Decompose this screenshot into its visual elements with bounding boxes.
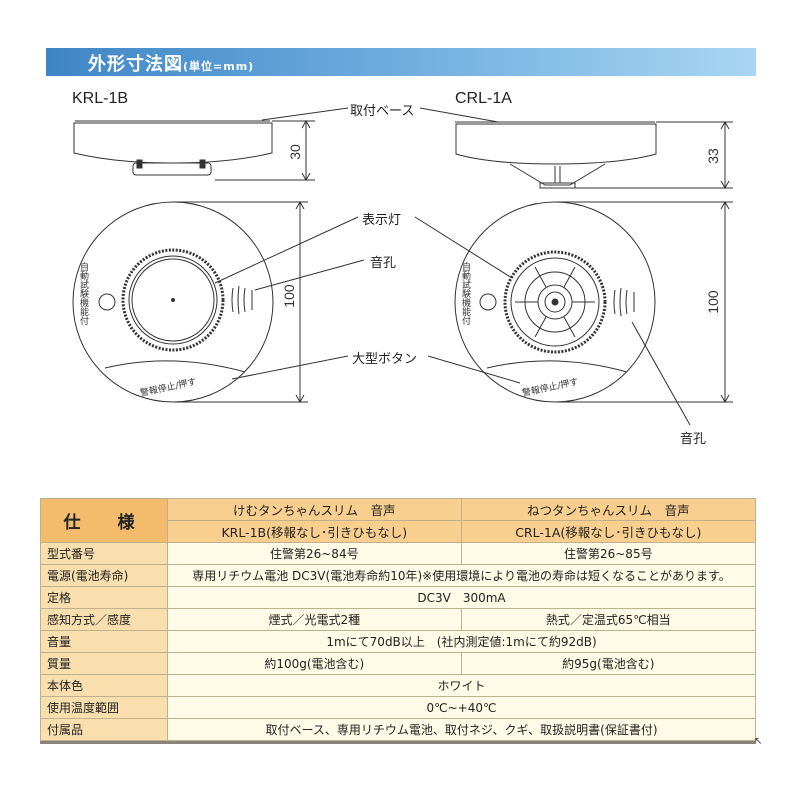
row-value: 煙式／光電式2種 <box>167 608 462 631</box>
table-header-row: 仕 様 けむタンちゃんスリム 音声 ねつタンちゃんスリム 音声 <box>40 498 757 543</box>
row-label: 音量 <box>40 630 168 653</box>
callout-sound-hole-2: 音孔 <box>680 432 707 447</box>
callout-base: 取付ベース <box>350 104 415 119</box>
table-row: 本体色 ホワイト <box>40 674 756 697</box>
mouse-cursor-icon: ↖ <box>754 736 763 747</box>
spec-table: 仕 様 けむタンちゃんスリム 音声 ねつタンちゃんスリム 音声 KRL-1B(移… <box>40 498 757 741</box>
row-value: 取付ベース、専用リチウム電池、取付ネジ、クギ、取扱説明書(保証書付) <box>167 718 756 741</box>
table-row: 使用温度範囲 0℃~+40℃ <box>40 696 756 719</box>
table-header-row: KRL-1B(移報なし･引きひもなし) CRL-1A(移報なし･引きひもなし) <box>41 520 757 543</box>
row-label: 電源(電池寿命) <box>40 564 168 587</box>
table-row: 付属品 取付ベース、専用リチウム電池、取付ネジ、クギ、取扱説明書(保証書付) <box>40 718 756 741</box>
row-label: 定格 <box>40 586 168 609</box>
row-label: 使用温度範囲 <box>40 696 168 719</box>
callout-sound-hole: 音孔 <box>370 256 397 271</box>
crl-auto-test-text: 自動試験機能付 <box>460 261 471 326</box>
row-value: DC3V 300mA <box>167 586 756 609</box>
krl-side-view <box>73 119 315 182</box>
table-row: 音量 1mにて70dB以上 (社内測定値:1mにて約92dB) <box>40 630 756 653</box>
model-label-krl: KRL-1B <box>72 90 129 107</box>
col2-name: ねつタンちゃんスリム 音声 <box>460 498 757 521</box>
row-value: 約100g(電池含む) <box>167 652 462 675</box>
section-banner: 外形寸法図(単位=mm) <box>46 48 756 76</box>
crl-side-view <box>455 120 733 190</box>
crl-face-view <box>454 200 733 404</box>
krl-alarm-stop-text: 警報停止/押す <box>139 375 197 399</box>
row-label: 本体色 <box>40 674 168 697</box>
row-value: 約95g(電池含む) <box>460 652 757 675</box>
dimension-drawing: 30 33 100 自動試験機能付 警報停止/押す <box>72 107 733 426</box>
row-label: 質量 <box>40 652 168 675</box>
callout-big-button: 大型ボタン <box>352 352 418 367</box>
krl-height-dim: 30 <box>287 144 303 160</box>
row-label: 付属品 <box>40 718 168 741</box>
table-row: 質量 約100g(電池含む) 約95g(電池含む) <box>40 652 757 675</box>
row-value: 熱式／定温式65℃相当 <box>460 608 757 631</box>
table-row: 定格 DC3V 300mA <box>40 586 756 609</box>
title-text: 外形寸法図 <box>88 54 183 75</box>
row-label: 感知方式／感度 <box>40 608 168 631</box>
row-label: 型式番号 <box>40 542 168 565</box>
callout-indicator: 表示灯 <box>362 213 402 228</box>
col1-name: けむタンちゃんスリム 音声 <box>167 498 462 521</box>
row-value: 住警第26~85号 <box>460 542 757 565</box>
spec-header: 仕 様 <box>40 498 168 543</box>
section-title: 外形寸法図(単位=mm) <box>88 50 254 76</box>
row-value: ホワイト <box>167 674 756 697</box>
row-value: 住警第26~84号 <box>167 542 462 565</box>
crl-height-dim: 33 <box>705 148 721 164</box>
col2-model: CRL-1A(移報なし･引きひもなし) <box>460 520 757 543</box>
table-row: 型式番号 住警第26~84号 住警第26~85号 <box>40 542 757 565</box>
row-value: 1mにて70dB以上 (社内測定値:1mにて約92dB) <box>167 630 756 653</box>
table-bottom-border <box>40 741 756 744</box>
row-value: 0℃~+40℃ <box>167 696 756 719</box>
krl-auto-test-text: 自動試験機能付 <box>78 261 89 326</box>
krl-face-view <box>72 200 308 404</box>
row-value: 専用リチウム電池 DC3V(電池寿命約10年)※使用環境により電池の寿命は短くな… <box>167 564 756 587</box>
col1-model: KRL-1B(移報なし･引きひもなし) <box>167 520 462 543</box>
model-label-crl: CRL-1A <box>455 90 512 107</box>
crl-alarm-stop-text: 警報停止/押す <box>521 375 579 399</box>
svg-text:100: 100 <box>281 284 297 308</box>
table-row: 電源(電池寿命) 専用リチウム電池 DC3V(電池寿命約10年)※使用環境により… <box>40 564 756 587</box>
table-row: 感知方式／感度 煙式／光電式2種 熱式／定温式65℃相当 <box>40 608 757 631</box>
svg-text:100: 100 <box>705 290 721 314</box>
unit-text: (単位=mm) <box>183 60 255 73</box>
